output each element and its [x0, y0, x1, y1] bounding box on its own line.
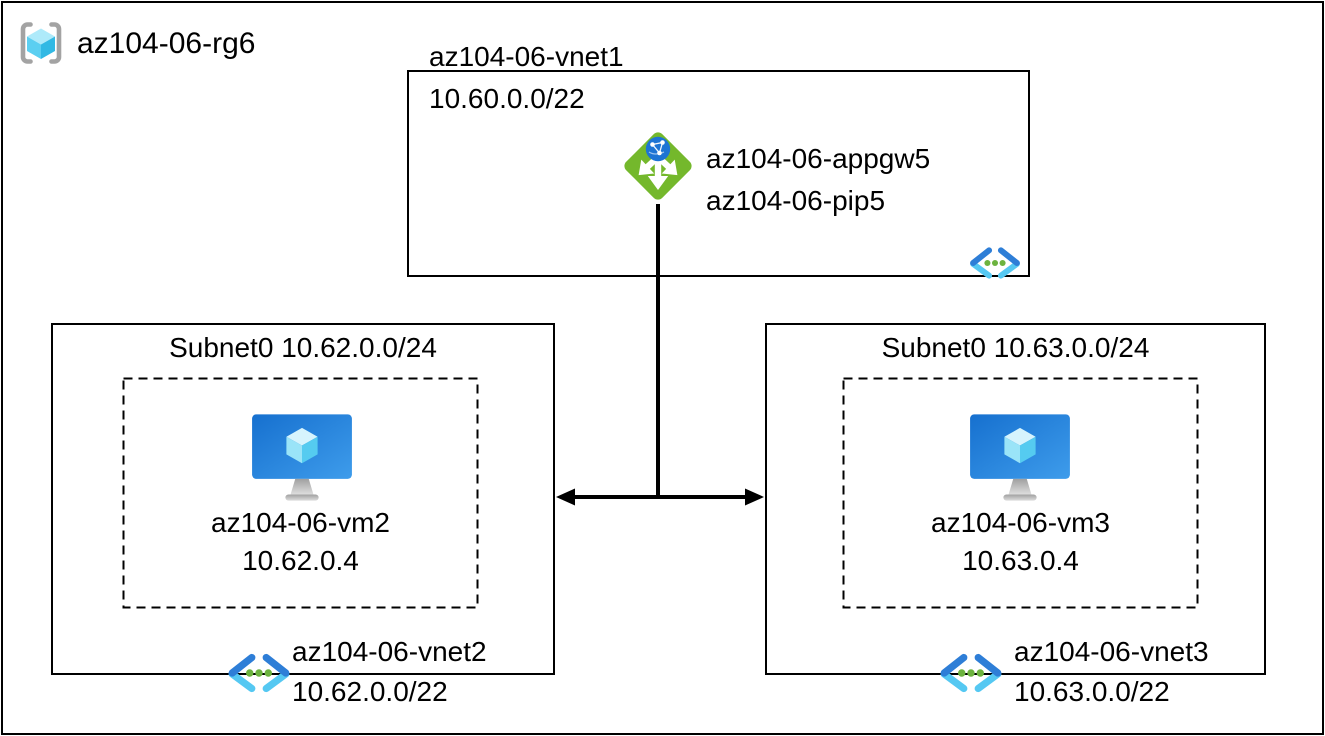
vnet1-box [407, 70, 1030, 277]
resource-group-name: az104-06-rg6 [77, 27, 256, 60]
vnet2-subnet-dashed-border [122, 377, 479, 609]
virtual-machine-icon [250, 412, 354, 502]
app-gateway-name: az104-06-appgw5 [706, 143, 931, 174]
vnet3-subnet-label: Subnet0 10.63.0.0/24 [881, 332, 1150, 363]
vnet3-name: az104-06-vnet3 [1014, 636, 1209, 667]
resource-group-icon [17, 19, 65, 67]
vm2-ip: 10.62.0.4 [242, 545, 359, 576]
virtual-network-icon [968, 245, 1022, 281]
application-gateway-icon [624, 132, 692, 200]
vm2-name: az104-06-vm2 [211, 507, 390, 538]
virtual-network-icon [938, 652, 1004, 694]
vnet1-name: az104-06-vnet1 [429, 41, 624, 72]
vnet3-address-space: 10.63.0.0/22 [1014, 676, 1170, 707]
vnet3-box: Subnet0 10.63.0.0/24 [765, 323, 1266, 675]
public-ip-name: az104-06-pip5 [706, 185, 886, 216]
vnet2-address-space: 10.62.0.0/22 [292, 676, 448, 707]
vnet2-subnet-label: Subnet0 10.62.0.0/24 [169, 332, 437, 363]
vm3-name: az104-06-vm3 [931, 507, 1110, 538]
globe-glyph [645, 136, 671, 162]
virtual-network-icon [226, 652, 292, 694]
virtual-machine-icon [968, 412, 1072, 502]
vm3-ip: 10.63.0.4 [962, 545, 1079, 576]
vnet1-address-space: 10.60.0.0/22 [429, 83, 585, 114]
vnet3-subnet-dashed-border [842, 377, 1199, 609]
vnet2-name: az104-06-vnet2 [292, 636, 487, 667]
